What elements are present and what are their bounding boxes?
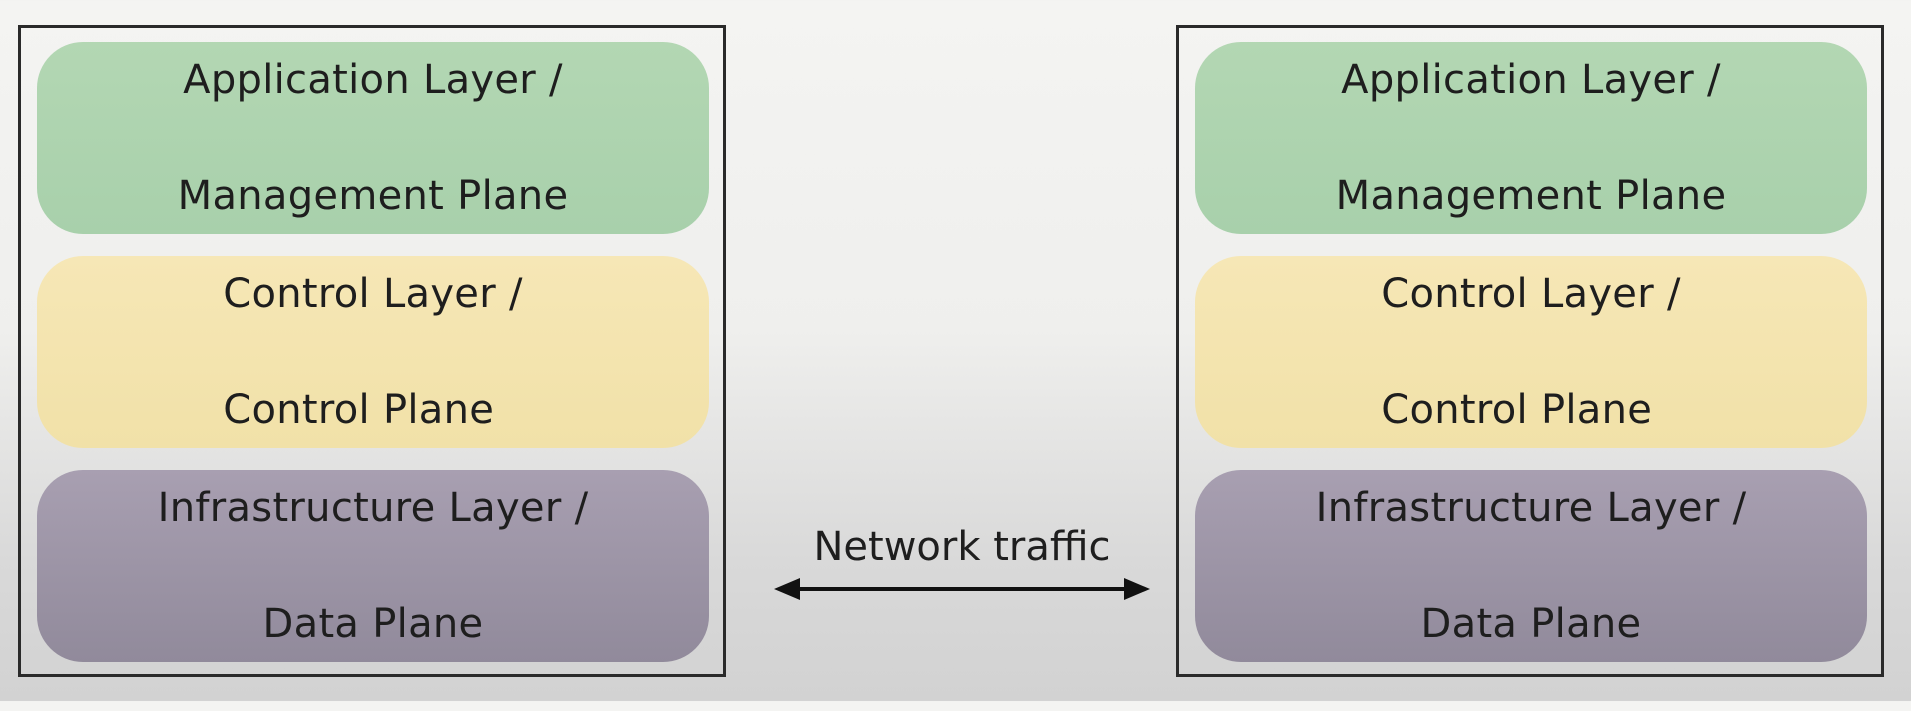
infrastructure-layer-box: Infrastructure Layer / Data Plane [37,470,709,662]
network-traffic-connector: Network traffic [774,518,1150,608]
control-layer-box: Control Layer / Control Plane [1195,256,1867,448]
right-device-stack: Application Layer / Management Plane Con… [1176,25,1884,677]
infrastructure-layer-label-line1: Infrastructure Layer / [1315,485,1747,531]
control-layer-label-line1: Control Layer / [1381,271,1681,317]
application-layer-box: Application Layer / Management Plane [37,42,709,234]
network-traffic-label: Network traffic [813,524,1111,570]
application-layer-label-line2: Management Plane [1335,173,1727,219]
infrastructure-layer-label-line2: Data Plane [262,601,484,647]
left-device-stack: Application Layer / Management Plane Con… [18,25,726,677]
control-layer-label-line1: Control Layer / [223,271,523,317]
control-layer-box: Control Layer / Control Plane [37,256,709,448]
infrastructure-layer-label-line2: Data Plane [1420,601,1642,647]
control-layer-label-line2: Control Plane [223,387,495,433]
application-layer-label-line2: Management Plane [177,173,569,219]
application-layer-box: Application Layer / Management Plane [1195,42,1867,234]
double-headed-arrow-icon [774,578,1150,600]
infrastructure-layer-box: Infrastructure Layer / Data Plane [1195,470,1867,662]
infrastructure-layer-label-line1: Infrastructure Layer / [157,485,589,531]
application-layer-label-line1: Application Layer / [1341,57,1721,103]
control-layer-label-line2: Control Plane [1381,387,1653,433]
application-layer-label-line1: Application Layer / [183,57,563,103]
